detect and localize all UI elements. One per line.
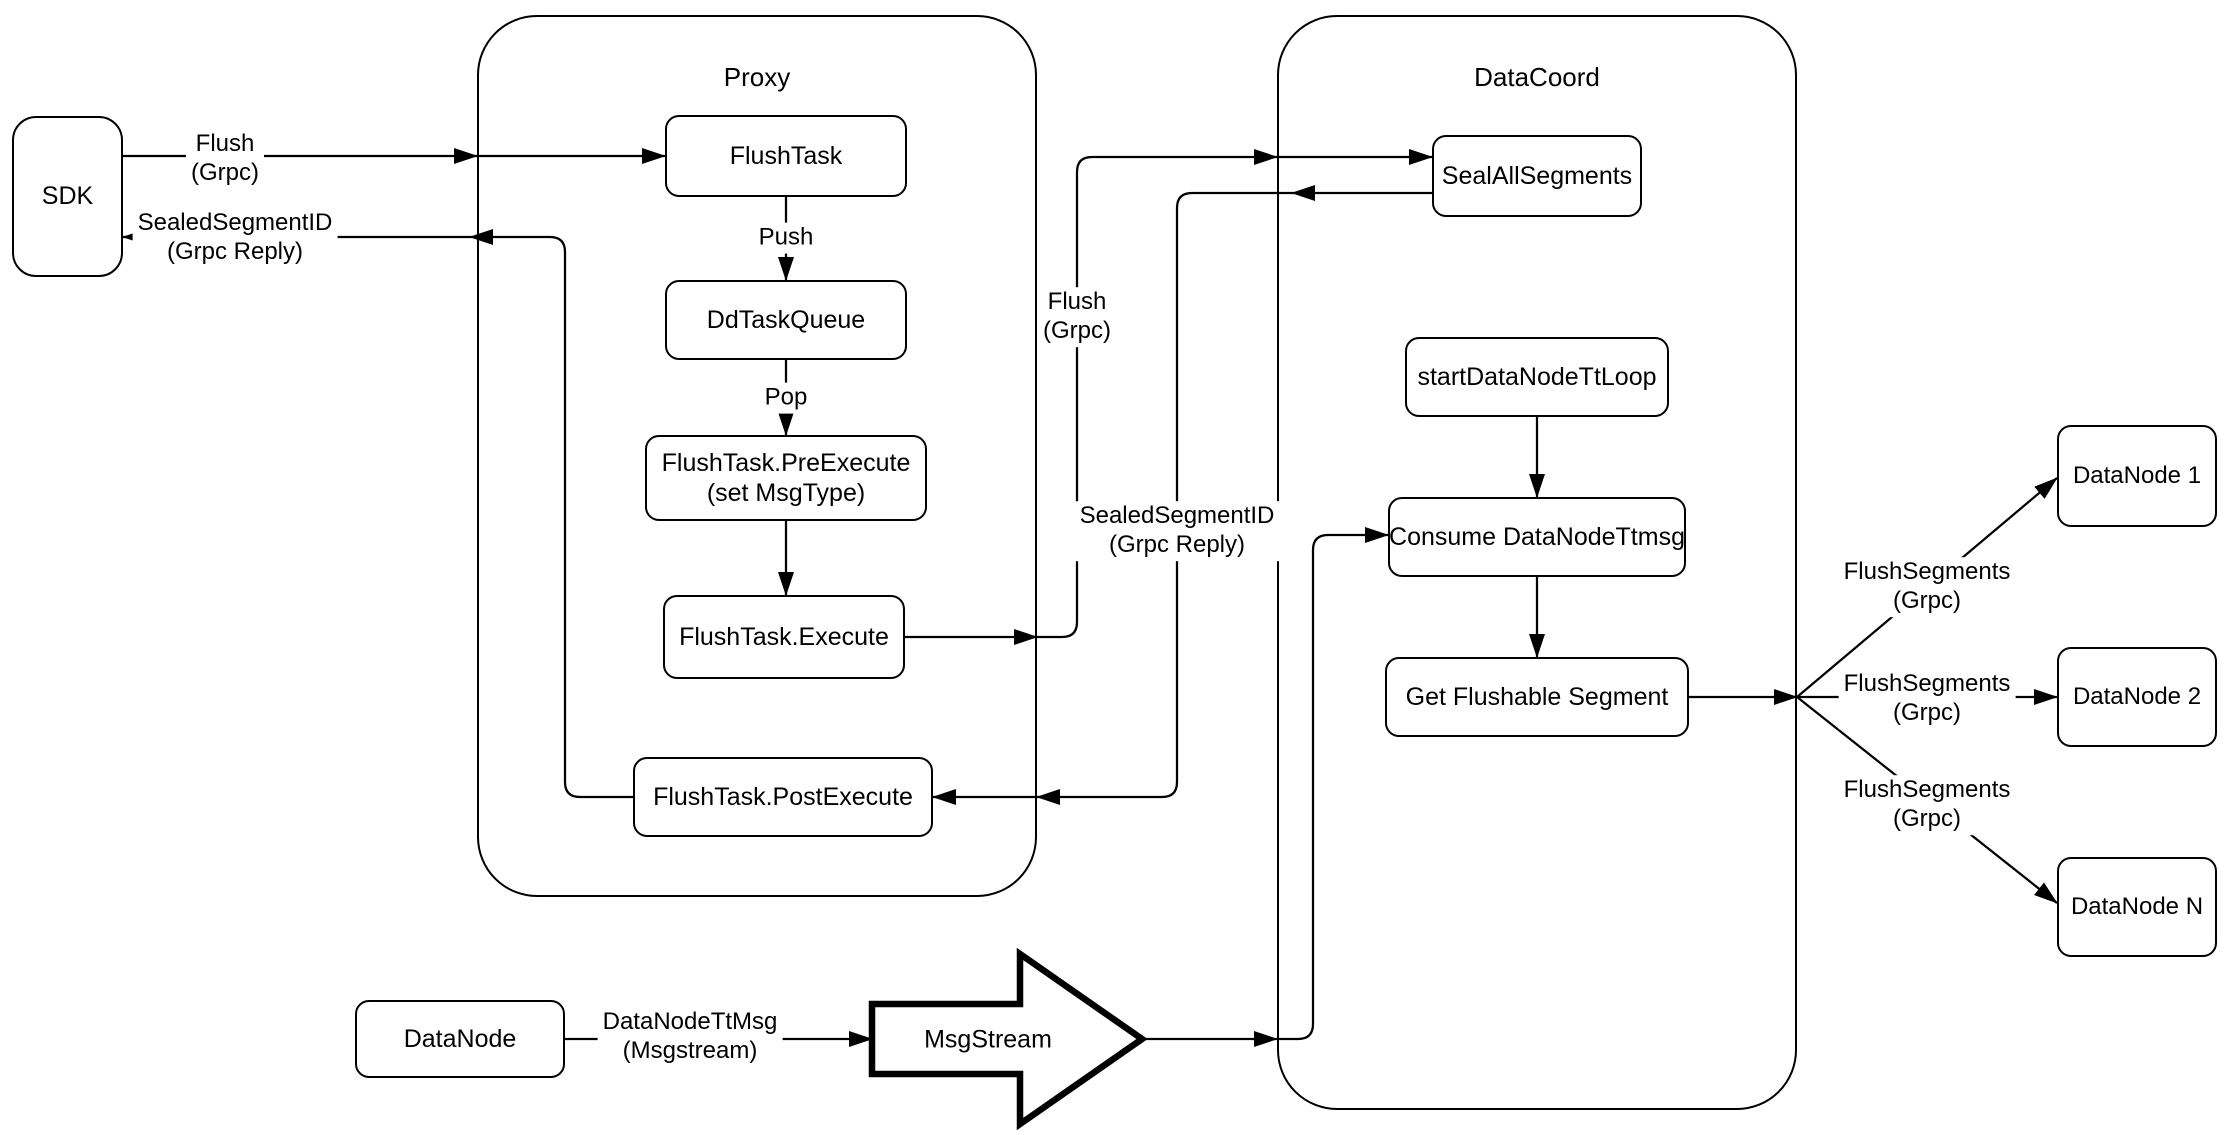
node-preexecute: FlushTask.PreExecute (set MsgType) <box>645 435 927 521</box>
node-startdatanodettloop-label: startDataNodeTtLoop <box>1417 362 1657 391</box>
node-sealallsegments: SealAllSegments <box>1432 135 1642 217</box>
node-sdk-label: SDK <box>41 182 94 211</box>
node-preexecute-line2: (set MsgType) <box>706 479 866 507</box>
node-datanode-n-label: DataNode N <box>2070 893 2204 921</box>
label-sealedsegmentid-sdk: SealedSegmentID (Grpc Reply) <box>132 208 338 268</box>
node-startdatanodettloop: startDataNodeTtLoop <box>1405 337 1669 417</box>
label-push: Push <box>753 222 819 254</box>
node-postexecute-label: FlushTask.PostExecute <box>653 782 913 811</box>
node-datanode-2: DataNode 2 <box>2057 647 2217 747</box>
label-sealedsegmentid-proxy: SealedSegmentID (Grpc Reply) <box>1074 501 1280 561</box>
edge-ttmsg-riser <box>1277 527 1389 1041</box>
node-get-flushable-segment: Get Flushable Segment <box>1385 657 1689 737</box>
node-datanode-1-label: DataNode 1 <box>2072 462 2202 490</box>
msgstream-label: MsgStream <box>924 1025 1052 1054</box>
node-flushtask: FlushTask <box>665 115 907 197</box>
label-datanodettmsg: DataNodeTtMsg (Msgstream) <box>597 1007 783 1067</box>
node-execute: FlushTask.Execute <box>663 595 905 679</box>
edge-reply-riser <box>1036 191 1292 805</box>
node-datanode-n: DataNode N <box>2057 857 2217 957</box>
node-execute-label: FlushTask.Execute <box>679 622 889 651</box>
node-flushtask-label: FlushTask <box>729 141 843 170</box>
label-flushsegments-3: FlushSegments (Grpc) <box>1838 775 2016 835</box>
node-datanode-2-label: DataNode 2 <box>2072 683 2202 711</box>
node-datanode-label: DataNode <box>403 1024 517 1053</box>
node-sdk: SDK <box>12 116 123 277</box>
node-preexecute-line1: FlushTask.PreExecute <box>661 448 911 477</box>
label-flushsegments-2: FlushSegments (Grpc) <box>1838 669 2016 729</box>
node-datanode: DataNode <box>355 1000 565 1078</box>
node-ddtaskqueue-label: DdTaskQueue <box>706 305 866 334</box>
node-consume-datanodettmsg: Consume DataNodeTtmsg <box>1388 497 1686 577</box>
node-ddtaskqueue: DdTaskQueue <box>665 280 907 360</box>
node-postexecute: FlushTask.PostExecute <box>633 757 933 837</box>
label-pop: Pop <box>759 382 813 414</box>
node-get-flushable-segment-label: Get Flushable Segment <box>1405 682 1669 711</box>
label-flush-grpc-proxy: Flush (Grpc) <box>1038 287 1116 347</box>
node-datanode-1: DataNode 1 <box>2057 425 2217 527</box>
proxy-container-title: Proxy <box>717 62 797 93</box>
msgstream-arrow-shape <box>868 947 1148 1131</box>
label-flushsegments-1: FlushSegments (Grpc) <box>1838 557 2016 617</box>
label-flush-grpc-sdk: Flush (Grpc) <box>186 129 264 189</box>
datacoord-container-title: DataCoord <box>1468 62 1606 93</box>
node-sealallsegments-label: SealAllSegments <box>1441 161 1633 190</box>
node-consume-datanodettmsg-label: Consume DataNodeTtmsg <box>1389 522 1685 551</box>
edge-flush-riser <box>1037 149 1278 639</box>
edge-postexec-to-proxyedge <box>469 229 633 799</box>
